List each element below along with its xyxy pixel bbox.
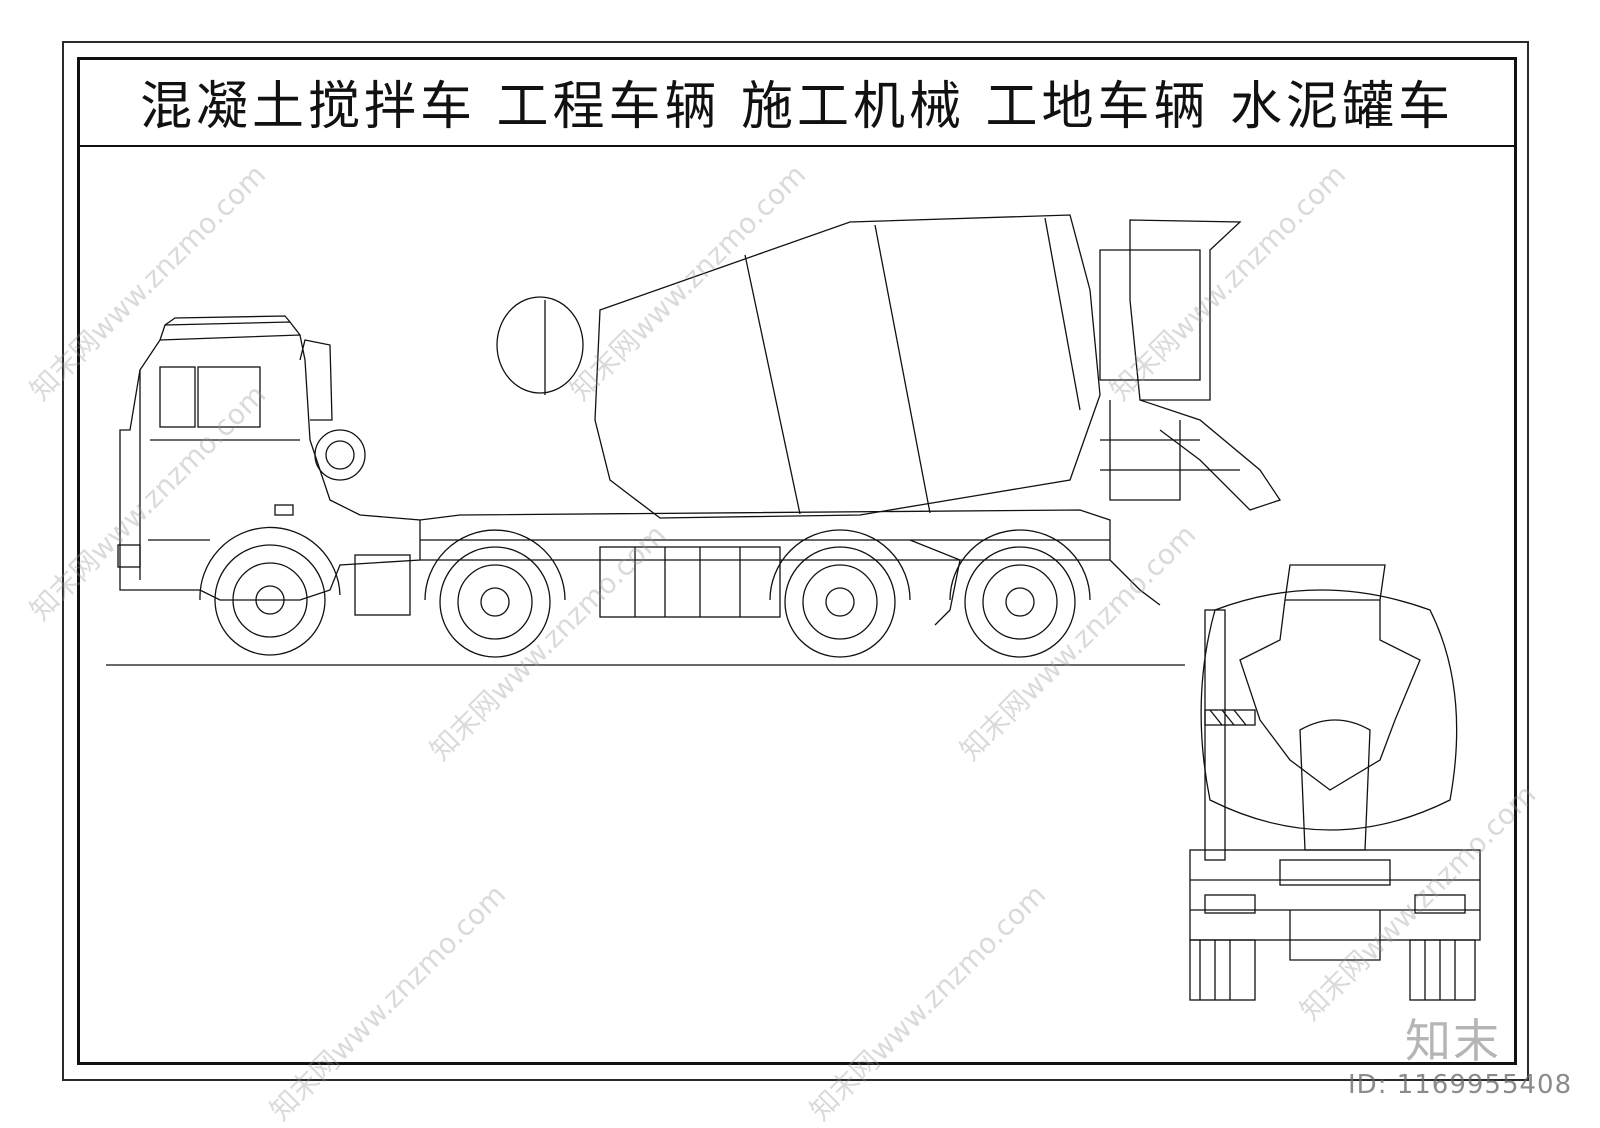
water-tank	[496, 296, 584, 394]
warning-stripes	[1204, 709, 1256, 726]
wheel-4	[964, 546, 1076, 658]
rear-bumper	[1189, 849, 1481, 941]
cab-window-left	[159, 366, 196, 428]
fuel-tank	[599, 546, 781, 618]
drawing-border	[77, 57, 1517, 1065]
wheel-3	[784, 546, 896, 658]
cab-body	[119, 334, 421, 601]
mixer-drum	[594, 214, 1101, 519]
drawing-title: 混凝土搅拌车 工程车辆 施工机械 工地车辆 水泥罐车	[139, 76, 1455, 137]
wheel-1	[214, 544, 326, 656]
hopper	[1129, 219, 1242, 401]
wheel-2	[439, 546, 551, 658]
outer-frame	[62, 41, 1529, 1081]
chassis-frame	[419, 509, 1111, 561]
rear-view-mixer-truck	[1189, 564, 1481, 1001]
rear-wheel-left	[1189, 939, 1256, 1001]
rear-drum-outline	[1200, 589, 1458, 831]
air-intake	[314, 429, 366, 481]
rear-hopper	[1239, 564, 1421, 791]
rear-wheel-right	[1409, 939, 1476, 1001]
id-label: ID: 1169955408	[1348, 1070, 1573, 1100]
brand-logo: 知末	[1405, 1014, 1501, 1068]
title-block: 混凝土搅拌车 工程车辆 施工机械 工地车辆 水泥罐车	[77, 57, 1517, 147]
side-view-mixer-truck	[106, 214, 1282, 666]
cab-window-right	[197, 366, 261, 428]
